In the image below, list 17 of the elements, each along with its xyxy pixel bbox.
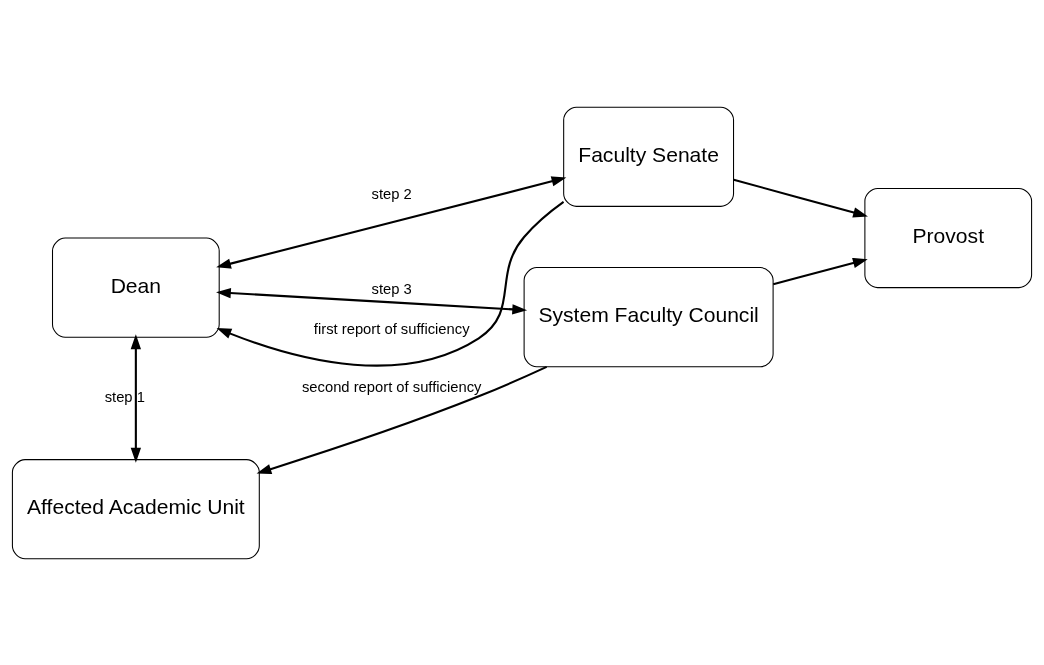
arrow — [216, 200, 565, 367]
arrow — [772, 257, 868, 285]
arrow — [216, 287, 528, 315]
edge-label: step 3 — [371, 280, 412, 297]
arrow — [216, 175, 567, 269]
node-box: System Faculty Council — [523, 266, 774, 367]
edge-label: second report of sufficiency — [301, 378, 482, 395]
arrow — [733, 178, 868, 217]
node-box: Dean — [51, 237, 220, 338]
arrow — [130, 333, 142, 463]
arrow — [256, 365, 548, 474]
edge-label: step 2 — [371, 185, 412, 202]
node-box: Faculty Senate — [563, 106, 735, 207]
node-box: Affected Academic Unit — [11, 458, 260, 559]
edge-label: first report of sufficiency — [313, 320, 470, 337]
node-box: Provost — [864, 187, 1033, 288]
edge-label: step 1 — [104, 388, 145, 405]
